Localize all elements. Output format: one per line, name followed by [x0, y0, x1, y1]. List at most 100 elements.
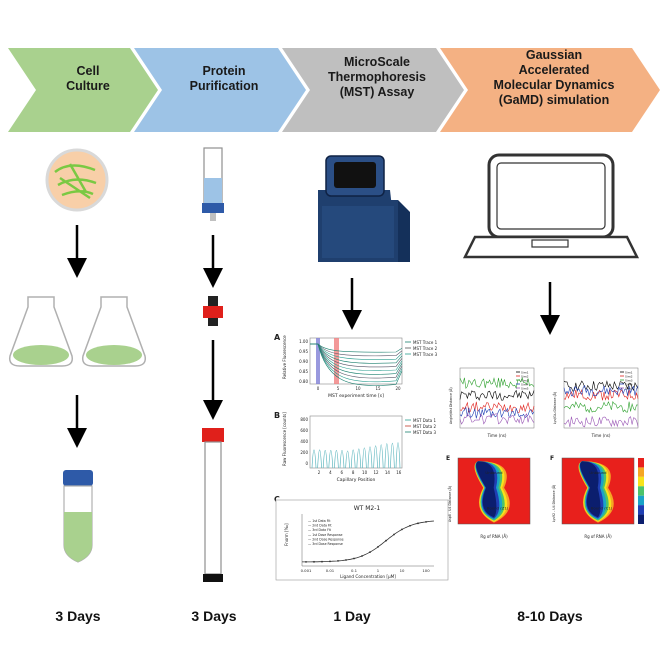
capillary-peak: [317, 449, 322, 469]
x-tick-label: 0.01: [326, 568, 335, 573]
x-tick-label: 10: [355, 386, 361, 391]
syringe-filter-icon: [203, 296, 223, 326]
legend-label: MST Data 3: [413, 430, 437, 435]
colorbar-segment: [638, 486, 644, 496]
simulation-trace: [459, 376, 535, 390]
x-tick-label: 15: [375, 386, 381, 391]
legend-label: MST Trace 3: [413, 352, 438, 357]
colorbar-segment: [638, 505, 644, 515]
legend-label: — 1st Data Fit: [308, 519, 331, 523]
x-tick-label: 5: [337, 386, 340, 391]
chevron-protein-purification: [134, 48, 306, 132]
dose-point: [361, 555, 363, 557]
dose-point: [377, 545, 379, 548]
dose-point: [417, 522, 419, 525]
duration-mst: 1 Day: [333, 608, 371, 624]
colorbar-segment: [638, 458, 644, 468]
panel-frame: [275, 499, 449, 581]
panel-letter: A: [274, 333, 281, 342]
dose-point: [321, 560, 323, 563]
y-axis-label: Lys92 - U4 Distance (Å): [551, 485, 556, 522]
x-tick-label: 12: [373, 470, 379, 475]
mst-trace: [310, 343, 403, 379]
mst-trace: [310, 343, 403, 383]
dose-point: [345, 559, 347, 561]
x-tick-label: 0.001: [301, 568, 312, 573]
x-axis-label: Rg of RNA (Å): [480, 534, 508, 539]
mst-instrument-icon: [318, 155, 410, 262]
y-axis-label: Angle/dist Distance (Å): [448, 387, 453, 424]
legend-label: Sim1: [625, 371, 633, 375]
y-tick-label: 800: [300, 417, 308, 422]
legend-label: — 3rd Data Fit: [308, 528, 332, 532]
x-tick-label: 1: [377, 568, 380, 573]
x-tick-label: 8: [352, 470, 355, 475]
x-tick-label: 4: [329, 470, 332, 475]
simulation-trace: [563, 380, 639, 393]
dose-point: [409, 524, 411, 527]
capillary-peak: [328, 450, 334, 469]
capillary-peak: [339, 450, 345, 469]
dose-point: [337, 559, 339, 562]
capillary-peak: [373, 445, 378, 469]
legend-label: — 3rd Dose Response: [308, 542, 343, 546]
chart-title: WT M2-1: [354, 505, 381, 512]
legend-label: Sim4: [521, 383, 529, 387]
conical-tube-icon: [63, 470, 93, 563]
mst-trace: [310, 343, 403, 353]
erlenmeyer-flask-icon: [81, 296, 147, 367]
basin-label: Bound (Z1): [487, 505, 509, 510]
basin-label: Bound (C1): [591, 505, 613, 510]
energy-contour: [580, 461, 601, 518]
legend-label: Sim1: [521, 371, 529, 375]
chevron-gamd: [440, 48, 660, 132]
cold-region: [316, 338, 320, 384]
x-tick-label: 14: [385, 470, 391, 475]
dose-point: [329, 560, 331, 563]
x-axis-label: Rg of RNA (Å): [584, 534, 612, 539]
x-tick-label: 0: [317, 386, 320, 391]
capillary-peak: [345, 450, 350, 469]
y-tick-label: 0.85: [299, 369, 308, 374]
panel-letter: E: [446, 455, 450, 462]
laptop-icon: [462, 153, 640, 259]
dose-point: [385, 539, 387, 542]
x-axis-label: MST experiment time [s]: [328, 393, 384, 399]
y-tick-label: 1.00: [299, 339, 308, 344]
x-tick-label: 2: [318, 470, 321, 475]
capillary-peak: [390, 443, 395, 469]
y-tick-label: 600: [300, 428, 308, 433]
colorbar-segment: [638, 476, 644, 487]
legend-label: — 2nd Data Fit: [308, 524, 332, 528]
capillary-peak: [322, 450, 328, 469]
y-axis-label: Lys/Glu Distance (Å): [552, 392, 557, 424]
simulation-trace: [459, 389, 535, 401]
duration-protein-purification: 3 Days: [191, 608, 237, 624]
capillary-peak: [311, 449, 317, 469]
capillary-peak: [350, 449, 356, 469]
colorbar-segment: [638, 514, 644, 524]
x-axis-label: Capillary Position: [337, 477, 376, 483]
y-tick-label: 200: [300, 450, 308, 455]
legend-label: Sim3: [625, 379, 633, 383]
colorbar-segment: [638, 495, 644, 506]
capillary-peak: [334, 450, 339, 469]
capillary-peak: [395, 442, 401, 469]
y-axis-label: Relative Fluorescence: [282, 335, 287, 379]
y-axis-label: Asp8 - U4 Distance (Å): [447, 486, 452, 522]
x-tick-label: 10: [400, 568, 405, 573]
capillary-peak: [384, 443, 390, 469]
legend-label: Sim5: [521, 387, 529, 391]
plot-frame: [563, 367, 639, 429]
duration-gamd: 8-10 Days: [517, 608, 583, 624]
energy-contour: [476, 461, 497, 518]
y-tick-label: 0.90: [299, 359, 308, 364]
